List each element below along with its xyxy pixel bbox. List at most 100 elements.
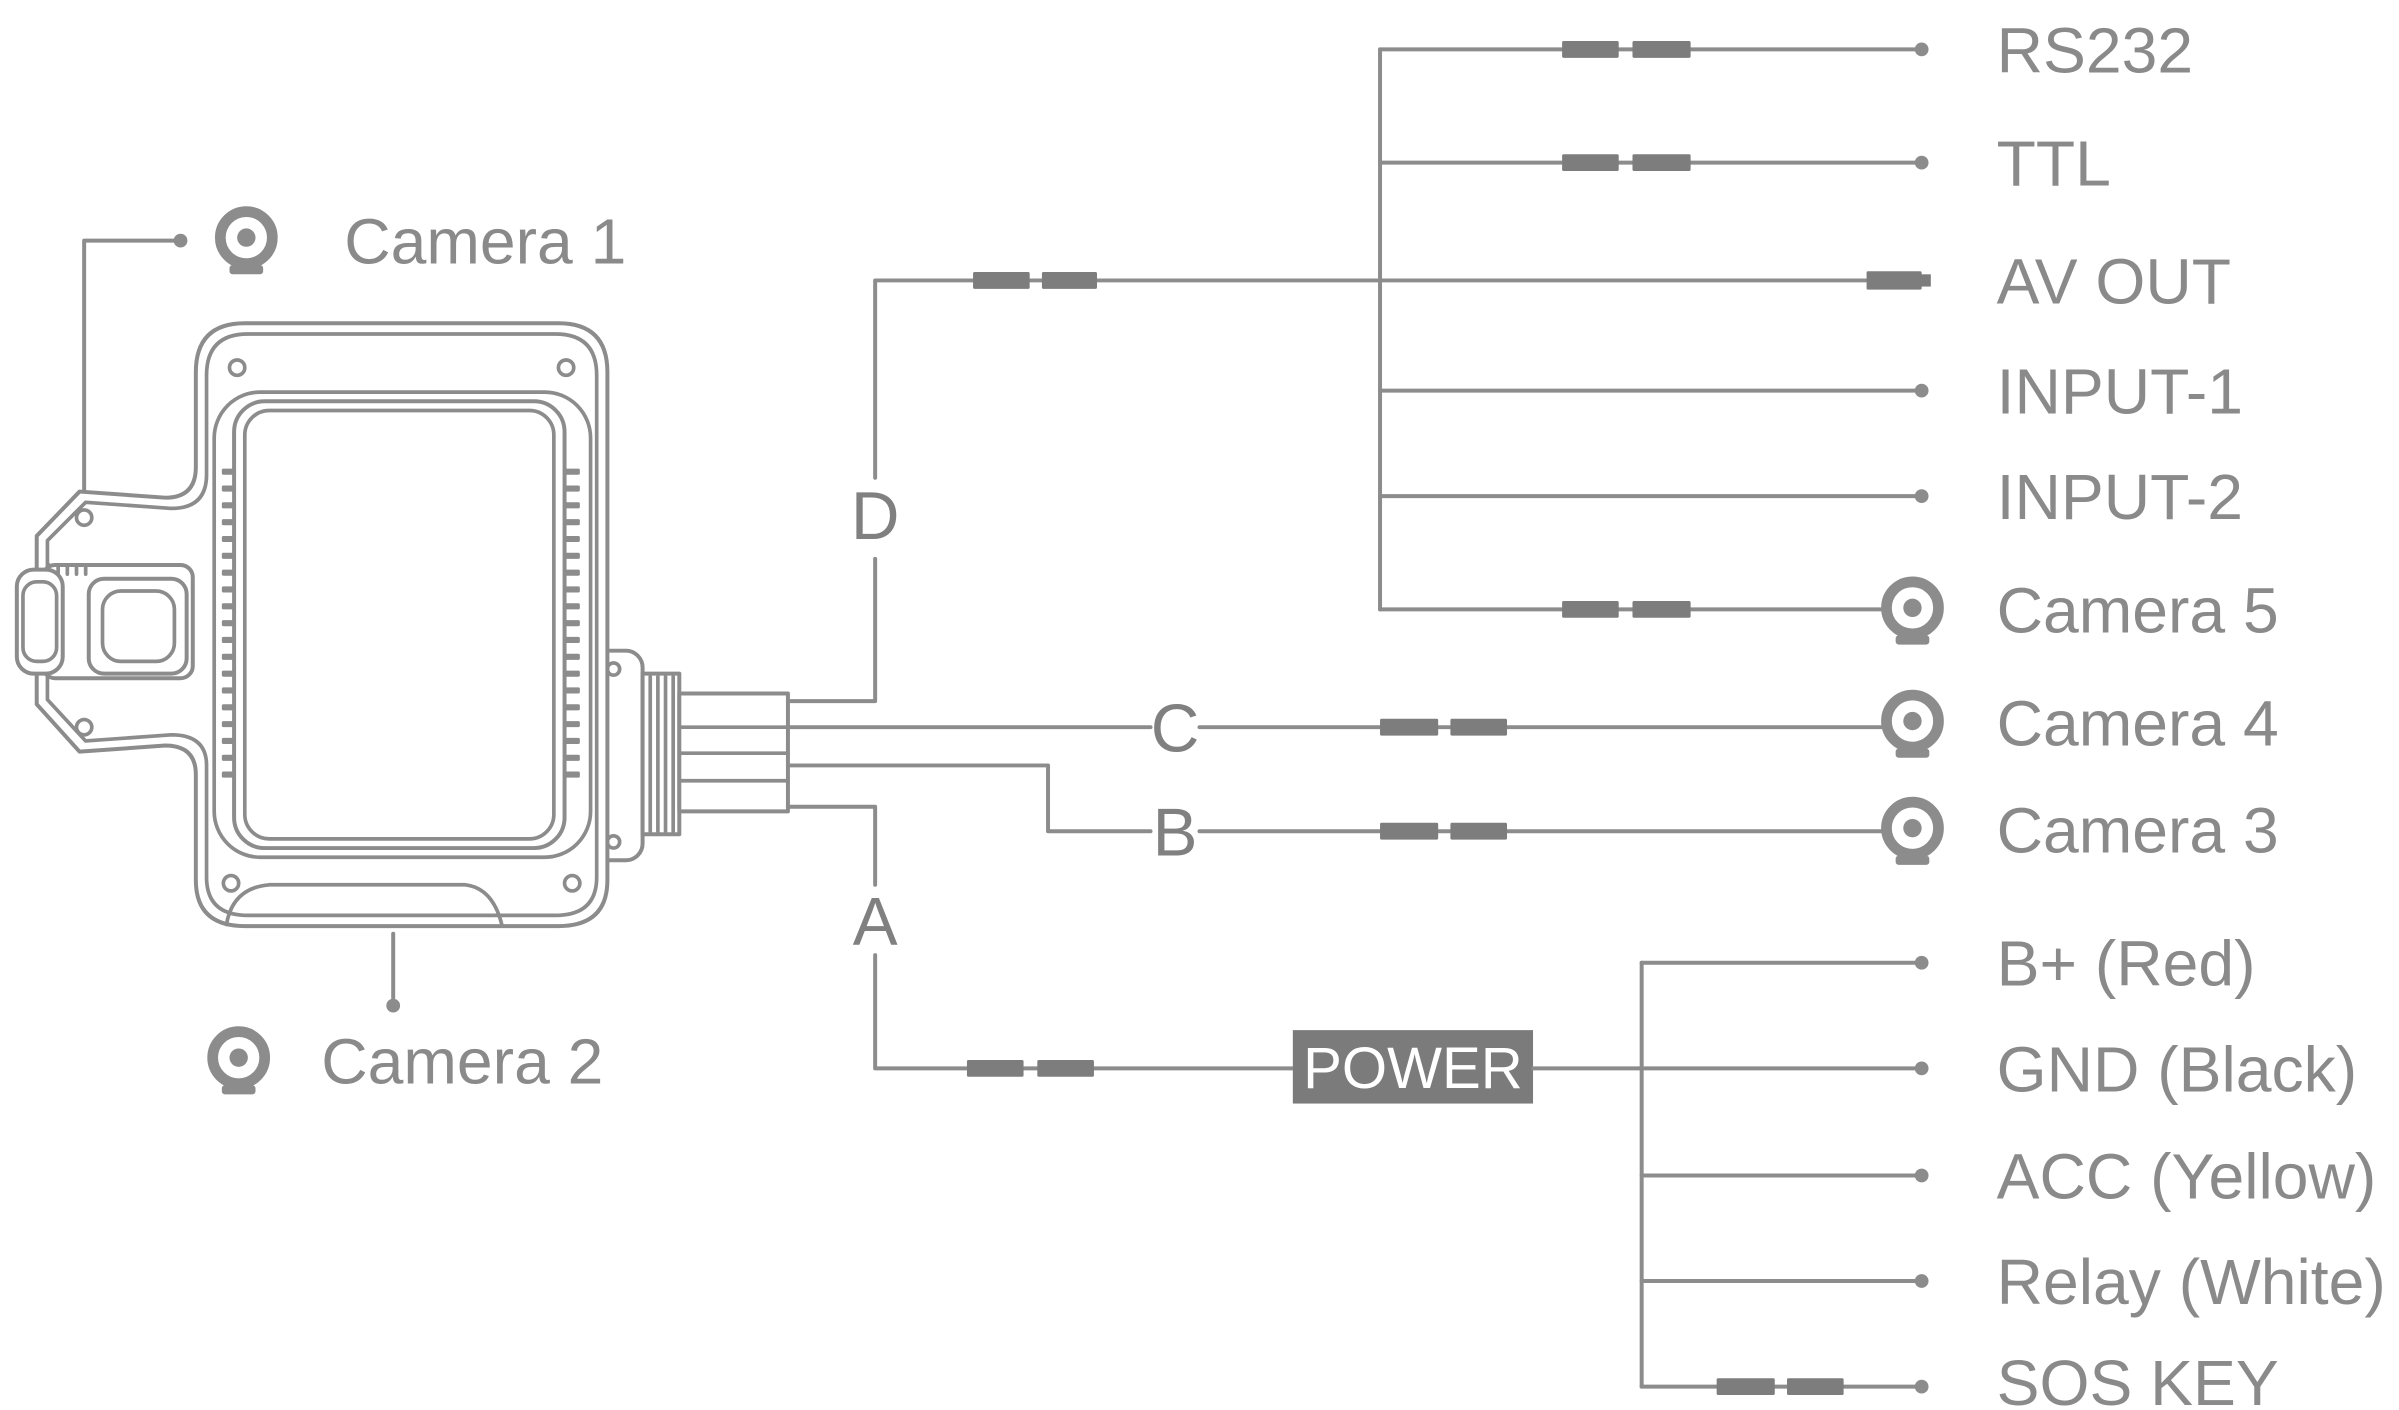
output-connector xyxy=(1562,154,1619,172)
cable-b-line-left xyxy=(785,763,1153,834)
output-camera-5: Camera 5 xyxy=(1378,574,2279,646)
camera-icon-base xyxy=(1895,748,1930,758)
av-out-plug xyxy=(1866,271,1922,290)
device-bottom-bar xyxy=(224,882,504,927)
output-label: INPUT-1 xyxy=(1997,356,2243,428)
camera-icon-lens xyxy=(229,1048,248,1067)
vent xyxy=(564,485,580,492)
output-end-dot xyxy=(1914,1274,1929,1288)
output-connector xyxy=(1562,40,1619,58)
camera-3-label: Camera 3 xyxy=(1997,795,2279,867)
device-screw-hole xyxy=(74,508,94,528)
device-screw-hole xyxy=(562,873,582,893)
output-label: GND (Black) xyxy=(1997,1033,2358,1105)
power-output-acc: ACC (Yellow) xyxy=(1639,1140,2377,1212)
cable-a-lower xyxy=(873,953,1295,1071)
output-end-dot xyxy=(1914,1061,1929,1076)
camera-icon-base xyxy=(221,1085,256,1095)
vent xyxy=(564,620,580,627)
camera-2-label: Camera 2 xyxy=(321,1026,603,1098)
cable-a-letter: A xyxy=(853,884,898,959)
device xyxy=(14,321,790,929)
device-lens xyxy=(21,580,59,664)
device-screen-frame xyxy=(212,390,593,860)
power-output-sos-key: SOS KEY xyxy=(1639,1347,2279,1410)
output-label: ACC (Yellow) xyxy=(1997,1140,2377,1212)
cable-a-connector xyxy=(1037,1059,1094,1077)
cable-d-lower xyxy=(785,556,878,704)
output-av-out: AV OUT xyxy=(1866,245,2231,317)
cable-d-letter: D xyxy=(851,479,900,554)
power-output-gnd: GND (Black) xyxy=(1531,1033,2358,1105)
power-label: POWER xyxy=(1303,1036,1523,1101)
camera-1-callout: Camera 1 xyxy=(82,206,626,493)
vent xyxy=(564,636,580,644)
vent xyxy=(564,519,580,526)
cable-b: B Camera 3 xyxy=(785,763,2279,871)
vent xyxy=(564,670,580,677)
power-output-b-plus: B+ (Red) xyxy=(1639,928,2256,1000)
cable-d-connector xyxy=(973,272,1030,289)
vent xyxy=(564,468,580,475)
device-camera-module-inner xyxy=(100,589,177,664)
cable-c: C Camera 4 xyxy=(785,688,2279,767)
cable-a: A POWER B+ (Red) GND (Black) ACC (Yellow… xyxy=(785,804,2386,1410)
vent xyxy=(564,552,580,559)
camera-2-leader-dot xyxy=(386,998,401,1013)
output-end-dot xyxy=(1914,489,1929,504)
camera-1-leader-line xyxy=(82,238,181,493)
device-screw-hole xyxy=(556,358,576,378)
output-connector xyxy=(1632,154,1691,172)
vent xyxy=(564,771,580,778)
cable-b-connector xyxy=(1450,822,1508,840)
output-end-dot xyxy=(1914,42,1929,57)
device-camera-module xyxy=(86,576,189,676)
camera-icon-lens xyxy=(1903,598,1922,618)
output-label: AV OUT xyxy=(1997,245,2231,317)
output-connector xyxy=(1632,600,1691,618)
output-end-dot xyxy=(1914,955,1929,970)
camera-icon xyxy=(207,1026,271,1095)
power-box xyxy=(1292,1030,1534,1104)
device-screen xyxy=(242,408,556,841)
cable-d-upper xyxy=(873,278,1872,480)
camera-icon-lens xyxy=(1903,711,1922,731)
camera-icon xyxy=(1881,576,1944,645)
camera-icon-lens xyxy=(237,228,256,247)
output-connector xyxy=(1787,1378,1844,1396)
camera-icon-base xyxy=(1895,855,1930,865)
vent xyxy=(564,603,580,610)
output-label: B+ (Red) xyxy=(1997,928,2256,1000)
cable-a-connector xyxy=(966,1059,1024,1077)
camera-icon-lens xyxy=(1903,818,1922,838)
output-connector xyxy=(1632,40,1691,58)
output-label: SOS KEY xyxy=(1997,1347,2279,1410)
vent xyxy=(564,653,580,660)
camera-4-label: Camera 4 xyxy=(1997,688,2279,760)
output-end-dot xyxy=(1914,1168,1929,1183)
vent xyxy=(564,704,580,711)
camera-icon xyxy=(1881,796,1944,865)
output-ttl: TTL xyxy=(1378,128,2111,200)
output-label: TTL xyxy=(1997,128,2111,200)
vent xyxy=(564,754,580,761)
device-screw-hole xyxy=(227,358,247,378)
cable-c-connector xyxy=(1450,718,1508,736)
vent xyxy=(564,737,580,745)
cable-c-letter: C xyxy=(1151,692,1200,767)
vent xyxy=(564,502,580,509)
output-label: RS232 xyxy=(1997,14,2193,86)
output-label: Camera 5 xyxy=(1997,574,2279,646)
device-screw-hole xyxy=(221,873,241,893)
vent xyxy=(564,586,580,593)
output-rs232: RS232 xyxy=(1378,14,2193,86)
device-screw-hole xyxy=(74,717,94,737)
power-output-relay: Relay (White) xyxy=(1639,1246,2386,1318)
output-end-dot xyxy=(1914,155,1929,170)
device-screen-bezel xyxy=(232,399,567,851)
device-vents-right xyxy=(564,468,580,778)
camera-icon-base xyxy=(1895,635,1930,645)
vent xyxy=(564,687,580,694)
camera-1-leader-dot xyxy=(173,233,188,248)
